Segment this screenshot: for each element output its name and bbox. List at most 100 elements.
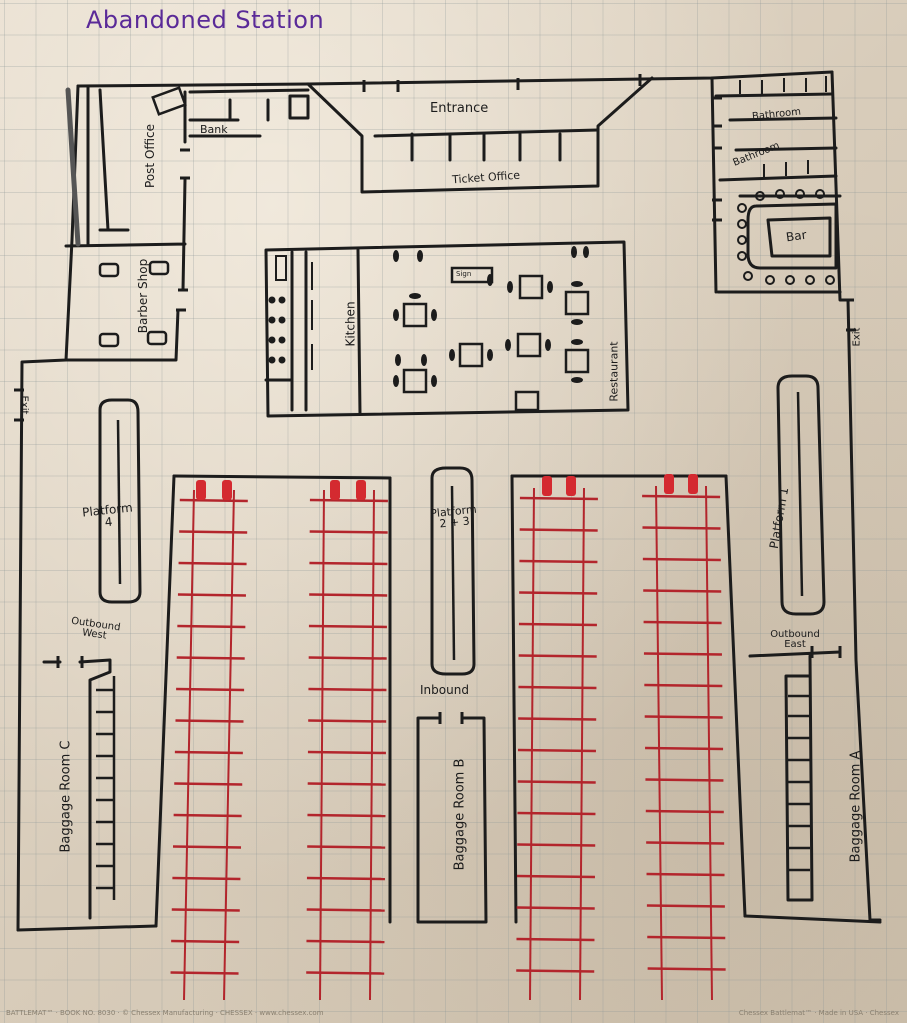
post-office-counter xyxy=(65,87,81,247)
track-tie xyxy=(308,719,387,723)
platform-4-island xyxy=(98,398,142,604)
rail xyxy=(183,489,195,1001)
track-tie xyxy=(307,782,386,786)
track-tie xyxy=(307,750,386,755)
track-tie xyxy=(309,593,388,597)
track-tie xyxy=(177,593,246,597)
track-tie xyxy=(518,622,597,627)
track-tie xyxy=(518,654,597,658)
rail xyxy=(319,489,325,1001)
track-tie xyxy=(516,906,595,910)
track-tie xyxy=(646,872,725,877)
baggage-shelves xyxy=(96,676,810,900)
track-tie xyxy=(179,530,248,534)
outer-wall-bottom-right xyxy=(743,914,882,924)
label-exit-east: Exit xyxy=(851,327,863,347)
footer-left: BATTLEMAT™ · BOOK NO. 8030 · © Chessex M… xyxy=(6,1009,324,1017)
track-tie xyxy=(171,908,240,912)
track-tie xyxy=(516,937,595,942)
track-bed-right-left xyxy=(510,474,518,924)
track-tie xyxy=(517,780,596,784)
post-office-walls xyxy=(64,84,187,362)
track-tie xyxy=(307,813,386,818)
track-tie xyxy=(647,935,726,940)
track-tie xyxy=(174,782,243,786)
barber-chairs xyxy=(98,260,170,348)
bar-room-walls xyxy=(716,194,842,294)
track-tie xyxy=(519,528,598,532)
track-tie xyxy=(646,841,725,845)
track-tie xyxy=(172,876,241,881)
bank-counter xyxy=(288,94,310,120)
track-tie xyxy=(645,746,724,751)
baggage-c-walls xyxy=(42,658,112,920)
track-tie xyxy=(306,939,385,944)
track-tie xyxy=(642,494,721,499)
rail xyxy=(579,487,585,1001)
track-tie xyxy=(643,620,722,625)
label-restaurant: Restaurant xyxy=(607,341,621,402)
label-exit-west: Exit xyxy=(18,395,30,415)
restaurant-tables xyxy=(151,86,590,412)
track-tie xyxy=(308,687,387,692)
track-tie xyxy=(178,561,247,566)
track-tie xyxy=(517,811,596,816)
track-tie xyxy=(174,750,243,755)
rail xyxy=(529,487,535,1001)
label-baggage-a: Baggage Room A xyxy=(848,750,864,863)
track-tie xyxy=(643,652,722,656)
platform-1-island xyxy=(776,374,826,616)
track-tie xyxy=(647,967,726,971)
track-tie xyxy=(306,971,385,975)
outer-wall-bottom-left xyxy=(16,924,158,932)
track-tie xyxy=(307,845,386,849)
label-counter-sign: Sign xyxy=(456,270,472,278)
track-bumpers xyxy=(196,474,698,500)
bathroom-walls xyxy=(710,76,838,294)
track-tie xyxy=(646,904,725,908)
track-tie xyxy=(643,589,722,593)
track-tie xyxy=(306,876,385,881)
bar-counter xyxy=(746,202,838,270)
track-tie xyxy=(644,683,723,688)
restaurant-walls xyxy=(264,240,630,418)
platform-23-island xyxy=(430,466,476,676)
ticket-booth-dividers xyxy=(410,132,562,162)
post-office-desk xyxy=(98,88,130,232)
track-tie xyxy=(516,969,595,973)
track-tie xyxy=(308,624,387,629)
ticket-counters xyxy=(373,128,600,138)
track-tie xyxy=(642,526,721,530)
stalls xyxy=(739,76,827,178)
label-inbound: Inbound xyxy=(420,683,469,697)
label-post-office: Post Office xyxy=(142,124,157,188)
railway-tracks xyxy=(170,485,726,1001)
platform-center-lines xyxy=(116,391,804,661)
baggage-b-walls xyxy=(416,716,488,924)
track-tie xyxy=(308,656,387,660)
label-bar: Bar xyxy=(785,227,808,245)
track-tie xyxy=(519,559,598,564)
track-tie xyxy=(171,939,240,944)
track-tie xyxy=(306,908,385,912)
track-tie xyxy=(176,687,245,692)
kitchen-wall xyxy=(356,248,362,416)
map-title: Abandoned Station xyxy=(86,6,325,34)
track-tie xyxy=(176,656,245,660)
rail xyxy=(705,485,713,1001)
label-kitchen: Kitchen xyxy=(343,301,358,347)
track-tie xyxy=(179,498,248,503)
track-tie xyxy=(172,845,242,849)
label-baggage-c: Baggage Room C xyxy=(58,740,74,853)
kitchen-appliances xyxy=(268,296,286,364)
label-barber-shop: Barber Shop xyxy=(136,258,151,334)
bank-walls xyxy=(188,88,310,138)
track-tie xyxy=(645,809,724,814)
baggage-a-walls xyxy=(748,650,842,902)
rail xyxy=(223,489,235,1001)
track-tie xyxy=(309,498,388,503)
track-tie xyxy=(645,778,724,782)
label-entrance: Entrance xyxy=(430,101,489,116)
